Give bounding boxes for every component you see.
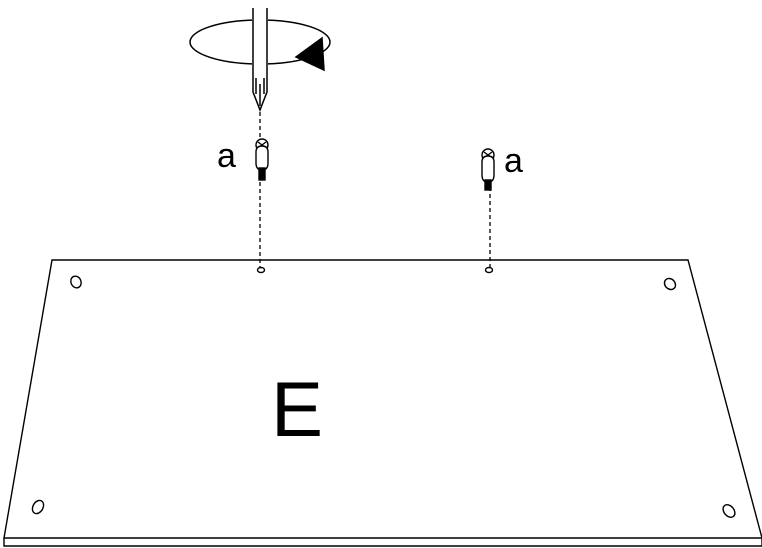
hole-corner-bottom-right (722, 504, 736, 518)
hole-corner-top-left (70, 275, 82, 289)
panel-front-edge (3, 538, 762, 547)
screw-label-right: a (504, 142, 523, 180)
panel-e (3, 259, 762, 547)
screwdriver-tip (252, 72, 268, 113)
screw-hole-right (484, 266, 494, 274)
rotation-arrow-head (294, 36, 325, 72)
hole-corner-bottom-left (31, 499, 45, 515)
screwdriver (189, 8, 331, 113)
screw-left (255, 138, 269, 181)
screw-right (481, 148, 495, 191)
panel-label: E (271, 365, 323, 453)
screw-label-left: a (217, 137, 236, 175)
hole-corner-top-right (663, 277, 677, 291)
panel-top-face (3, 259, 762, 539)
screw-hole-left (256, 266, 266, 274)
